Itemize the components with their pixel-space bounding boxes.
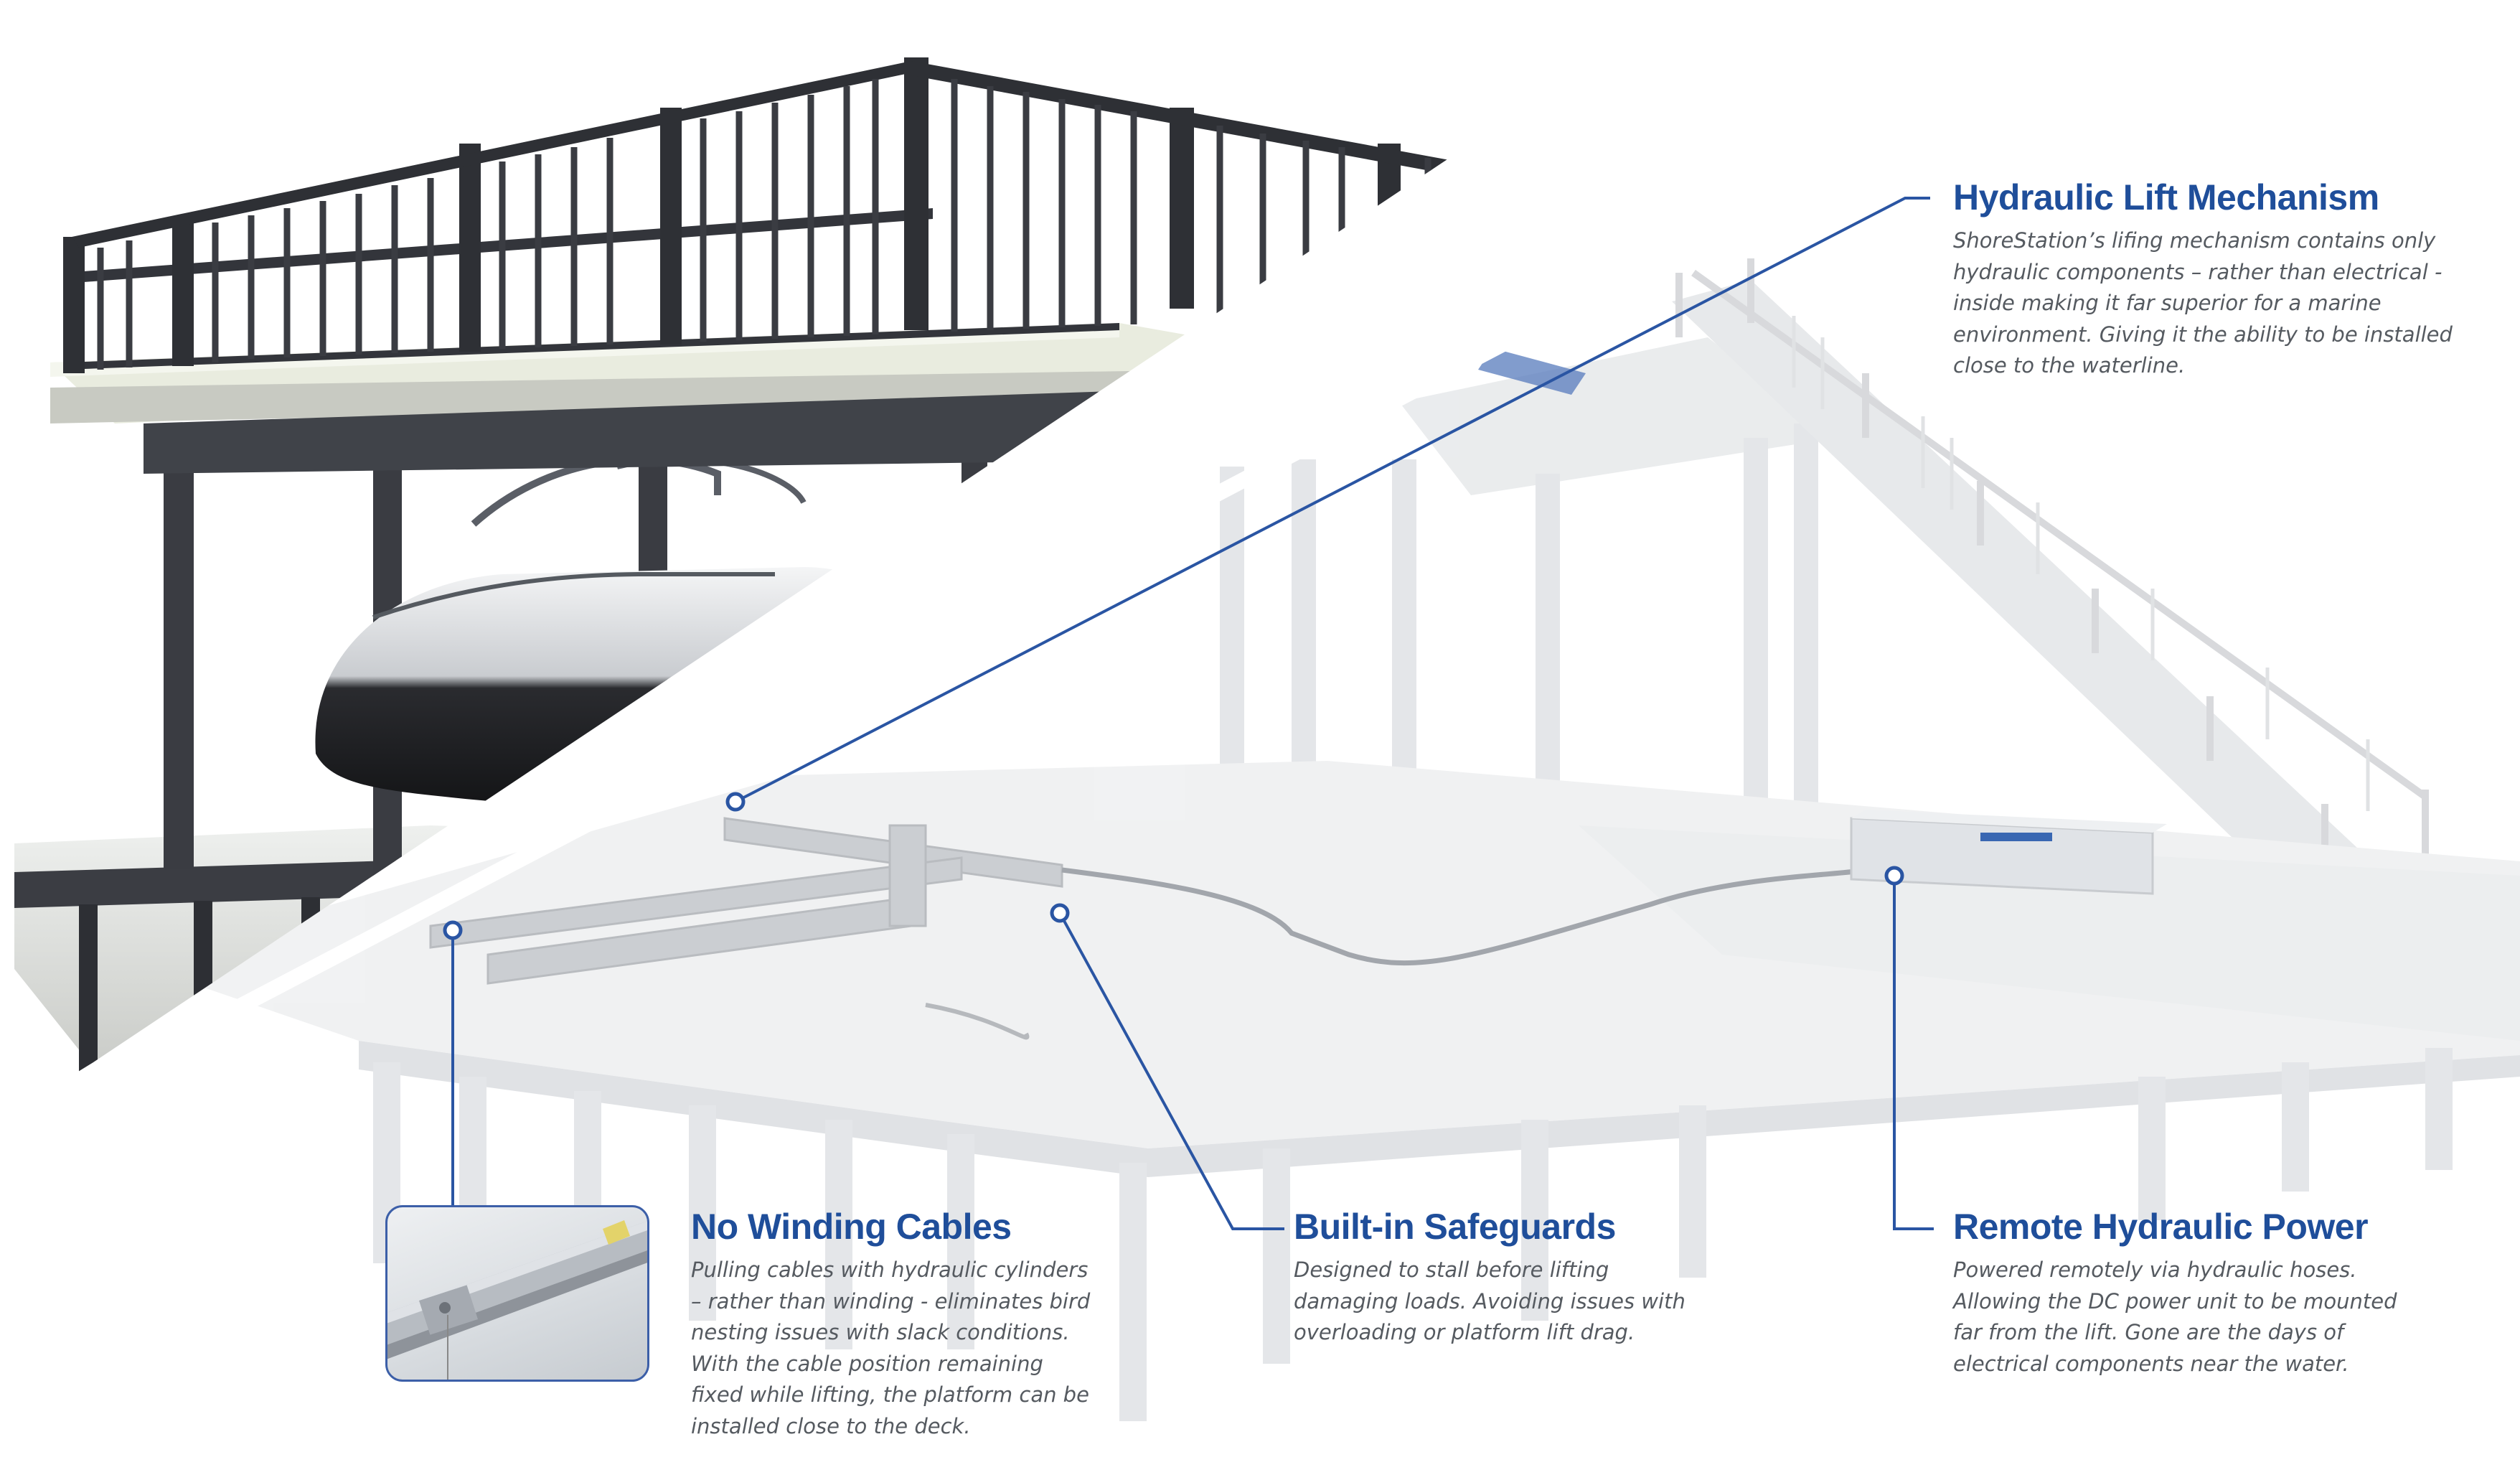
cables-marker-icon xyxy=(443,920,463,940)
ghosted-dock-structure xyxy=(129,258,2520,1421)
callout-title: Built-in Safeguards xyxy=(1294,1207,1616,1247)
callout-body: Powered remotely via hydraulic hoses. Al… xyxy=(1953,1258,2397,1376)
remote-marker-icon xyxy=(1884,866,1904,886)
power-unit xyxy=(1850,810,2167,895)
callout-title: Remote Hydraulic Power xyxy=(1953,1207,2369,1247)
callout-leaders xyxy=(451,197,1934,1230)
lift-frame xyxy=(429,817,1063,985)
callout-remote-hydraulic-power: Remote Hydraulic Power Powered remotely … xyxy=(1953,1206,2398,1380)
leader-safeguards xyxy=(1058,912,1284,1230)
stairs-ghost xyxy=(1672,258,2429,933)
callout-markers xyxy=(443,792,1904,940)
callout-hydraulic-lift: Hydraulic Lift Mechanism ShoreStation’s … xyxy=(1953,177,2470,382)
callout-body: Pulling cables with hydraulic cylinders … xyxy=(691,1258,1091,1438)
callout-title: Hydraulic Lift Mechanism xyxy=(1953,177,2379,217)
railing xyxy=(63,57,1679,373)
leader-hydraulic xyxy=(735,197,1930,803)
hydraulic-hose xyxy=(1061,866,1881,965)
callout-body: ShoreStation’s lifing mechanism contains… xyxy=(1953,228,2453,378)
callout-body: Designed to stall before lifting damagin… xyxy=(1294,1258,1686,1344)
cable-detail-inset xyxy=(385,1205,649,1382)
callout-title: No Winding Cables xyxy=(691,1207,1012,1247)
safeguards-marker-icon xyxy=(1050,903,1070,923)
hydraulic-marker-icon xyxy=(725,792,746,812)
section-divider xyxy=(67,237,1698,1102)
callout-built-in-safeguards: Built-in Safeguards Designed to stall be… xyxy=(1294,1206,1696,1349)
leader-remote xyxy=(1893,876,1934,1230)
callout-no-winding-cables: No Winding Cables Pulling cables with hy… xyxy=(691,1206,1100,1442)
